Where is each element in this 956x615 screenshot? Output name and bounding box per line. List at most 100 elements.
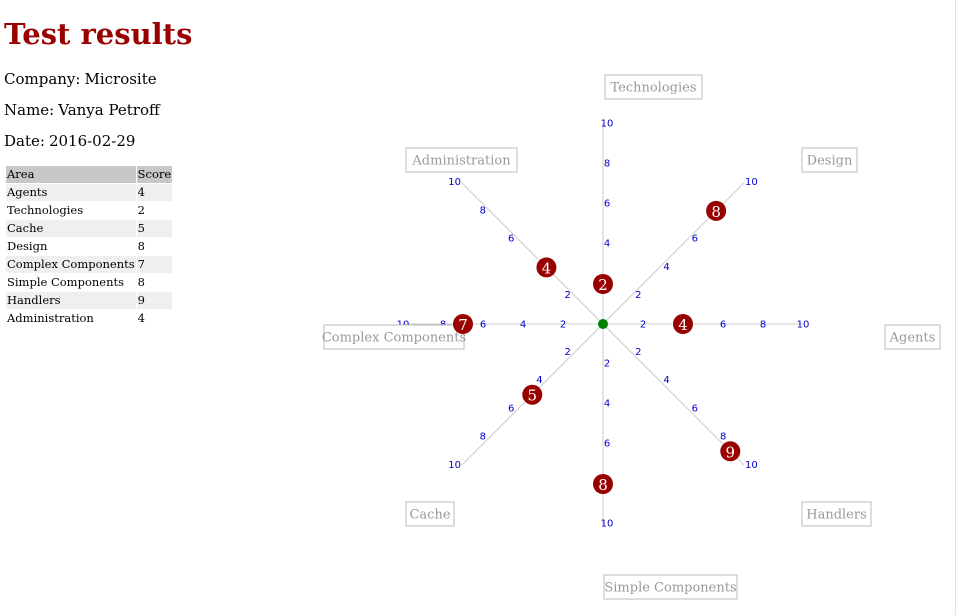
date-value: 2016-02-29 <box>48 132 136 150</box>
tick-label-design: 2 <box>635 290 641 301</box>
tick-label-agents: 2 <box>640 320 646 331</box>
table-cell-area: Simple Components <box>6 274 136 291</box>
score-value-simple-components: 8 <box>598 476 608 494</box>
axis-labels: AgentsDesignTechnologiesAdministrationCo… <box>322 74 941 600</box>
axis-label-box-design <box>801 147 858 173</box>
tick-label-administration: 10 <box>448 177 461 188</box>
table-cell-area: Agents <box>6 184 136 201</box>
score-marker-cache <box>522 384 543 405</box>
column-header-score: Score <box>136 166 173 183</box>
axis-label-design: Design <box>807 154 853 169</box>
tick-label-simple-components: 6 <box>604 439 610 450</box>
tick-label-complex-components: 2 <box>560 320 566 331</box>
tick-label-handlers: 4 <box>663 375 669 386</box>
score-marker-agents <box>673 314 693 334</box>
axis-label-technologies: Technologies <box>610 81 696 96</box>
axis-label-box-simple-components <box>603 574 738 600</box>
score-value-agents: 4 <box>678 316 688 334</box>
name-label: Name: <box>4 101 55 119</box>
company-value: Microsite <box>84 70 157 88</box>
tick-label-administration: 2 <box>565 290 571 301</box>
score-marker-design <box>706 200 727 221</box>
score-marker-simple-components <box>593 474 613 494</box>
axis-label-complex-components: Complex Components <box>322 331 466 346</box>
company-line: Company:Microsite <box>4 70 157 88</box>
tick-label-administration: 6 <box>508 234 514 245</box>
score-marker-administration <box>536 257 557 278</box>
table-cell-score: 5 <box>136 220 173 237</box>
tick-label-handlers: 10 <box>745 460 758 471</box>
company-label: Company: <box>4 70 81 88</box>
tick-label-agents: 6 <box>720 320 726 331</box>
tick-label-simple-components: 4 <box>604 399 610 410</box>
axis-label-box-handlers <box>801 501 872 527</box>
tick-label-cache: 6 <box>508 403 514 414</box>
tick-label-technologies: 4 <box>604 239 610 250</box>
tick-label-design: 4 <box>663 262 669 273</box>
score-value-cache: 5 <box>528 387 538 405</box>
table-cell-score: 8 <box>136 274 173 291</box>
tick-label-technologies: 8 <box>604 159 610 170</box>
tick-label-administration: 8 <box>480 205 486 216</box>
date-line: Date:2016-02-29 <box>4 132 135 150</box>
tick-label-handlers: 6 <box>692 403 698 414</box>
tick-label-cache: 2 <box>565 347 571 358</box>
tick-labels: 2468102468102468102468102468102468102468… <box>397 119 810 530</box>
score-value-handlers: 9 <box>726 443 736 461</box>
tick-label-simple-components: 2 <box>604 359 610 370</box>
table-cell-area: Handlers <box>6 292 136 309</box>
tick-label-technologies: 6 <box>604 199 610 210</box>
axis-label-handlers: Handlers <box>806 508 867 523</box>
table-cell-area: Complex Components <box>6 256 136 273</box>
score-value-complex-components: 7 <box>458 316 468 334</box>
score-marker-technologies <box>593 274 613 294</box>
table-cell-area: Administration <box>6 310 136 327</box>
axis-label-box-administration <box>405 147 518 173</box>
table-cell-area: Cache <box>6 220 136 237</box>
axis-label-simple-components: Simple Components <box>604 581 736 596</box>
tick-label-handlers: 2 <box>635 347 641 358</box>
score-value-design: 8 <box>711 203 721 221</box>
axis-label-box-cache <box>405 501 455 527</box>
tick-label-cache: 8 <box>480 432 486 443</box>
axis-label-cache: Cache <box>409 508 450 523</box>
axis-label-agents: Agents <box>889 331 936 346</box>
center-marker <box>598 319 608 329</box>
date-label: Date: <box>4 132 45 150</box>
axis-label-box-complex-components <box>323 324 465 350</box>
tick-label-agents: 8 <box>760 320 766 331</box>
score-marker-complex-components <box>453 314 473 334</box>
axis-line-administration <box>461 182 604 325</box>
table-cell-score: 2 <box>136 202 173 219</box>
tick-label-design: 10 <box>745 177 758 188</box>
tick-label-cache: 10 <box>448 460 461 471</box>
table-header-row: Area Score <box>6 166 173 183</box>
table-cell-score: 7 <box>136 256 173 273</box>
table-cell-score: 8 <box>136 238 173 255</box>
table-cell-score: 9 <box>136 292 173 309</box>
axis-line-handlers <box>602 323 745 466</box>
tick-label-design: 6 <box>692 234 698 245</box>
page-title: Test results <box>4 17 193 51</box>
score-markers: 4 8 2 4 7 5 8 9 <box>453 200 741 494</box>
tick-label-agents: 10 <box>797 320 810 331</box>
axis-label-box-technologies <box>604 74 703 100</box>
tick-label-complex-components: 4 <box>520 320 526 331</box>
table-cell-area: Technologies <box>6 202 136 219</box>
tick-label-cache: 4 <box>536 375 542 386</box>
table-cell-score: 4 <box>136 310 173 327</box>
tick-label-complex-components: 6 <box>480 320 486 331</box>
score-marker-handlers <box>720 441 741 462</box>
column-header-area: Area <box>6 166 136 183</box>
table-cell-score: 4 <box>136 184 173 201</box>
